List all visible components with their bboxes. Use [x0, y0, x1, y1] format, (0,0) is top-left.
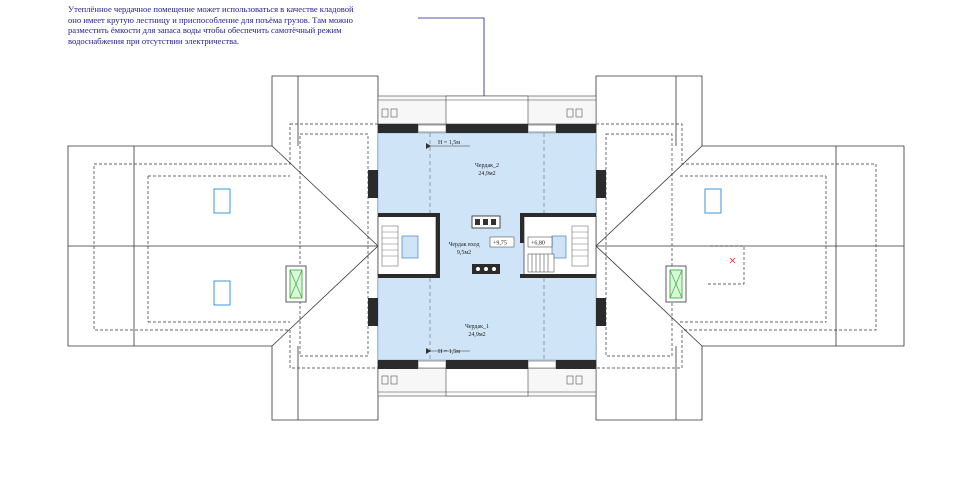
walls — [368, 124, 606, 369]
roof-outline — [67, 75, 905, 421]
walls-below-dashed — [93, 123, 877, 369]
stairwell-right — [523, 215, 597, 277]
room-area-attic-1: 24,9м2 — [468, 332, 485, 338]
room-area-attic-entrance: 9,5м2 — [457, 250, 471, 256]
steep-ladder — [527, 253, 555, 273]
height-label-bottom: H = 1,5м — [438, 349, 460, 355]
chimney-block — [471, 215, 501, 274]
level-label-left: +9,75 — [493, 241, 507, 247]
level-mark-left: +9,75 — [489, 236, 515, 248]
attic-guides — [429, 133, 545, 360]
annotation-line-1: Утеплённое чердачное помещение может исп… — [68, 4, 354, 14]
annotation-line-2: оно имеет крутую лестницу и приспособлен… — [68, 14, 353, 25]
height-line-top: H = 1,5м — [426, 140, 470, 149]
height-line-bottom: H = 1,5м — [426, 348, 470, 355]
chimney-pipe-right — [665, 265, 687, 303]
chimney-pipe-left — [285, 265, 307, 303]
room-name-attic-entrance: Чердак вход — [448, 242, 479, 248]
annotation-line-4: водоснабжения при отсутствии электричест… — [68, 35, 240, 46]
room-name-attic-1: Чердак_1 — [465, 324, 489, 330]
top-openings — [417, 124, 557, 369]
marker-cross — [729, 257, 736, 264]
annotation-note: Утеплённое чердачное помещение может исп… — [68, 4, 418, 46]
level-mark-right: +6,80 — [527, 236, 553, 248]
height-label-top: H = 1,5м — [438, 140, 460, 146]
annotation-line-3: разместить ёмкости для запаса воды чтобы… — [68, 25, 342, 36]
room-area-attic-2: 24,9м2 — [478, 171, 495, 177]
room-name-attic-2: Чердак_2 — [475, 163, 499, 169]
roof-windows — [213, 188, 722, 306]
balcony-fixtures — [381, 108, 583, 385]
stairwell-left — [377, 215, 437, 277]
level-label-right: +6,80 — [531, 241, 545, 247]
balconies — [377, 95, 597, 397]
